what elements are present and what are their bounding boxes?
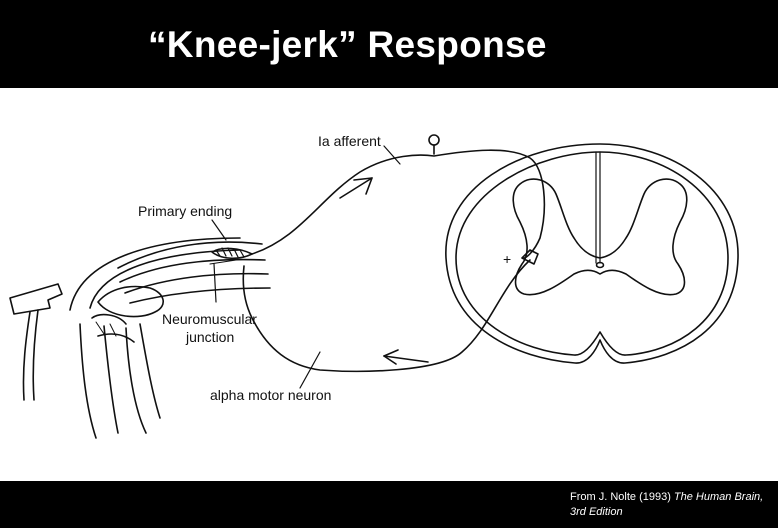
excitatory-plus-sign: + <box>503 251 511 267</box>
ia-afferent-fiber <box>251 149 546 259</box>
primary-ending-leader-line <box>211 219 227 241</box>
ia-afferent-label: Ia afferent <box>318 133 381 149</box>
alpha-motor-neuron-label: alpha motor neuron <box>210 387 331 403</box>
efferent-direction-arrow-icon <box>383 355 429 363</box>
alpha-motor-neuron-fiber <box>242 259 531 373</box>
dorsal-root-ganglion-icon <box>428 134 440 146</box>
synapse-icon <box>521 249 539 265</box>
knee-jerk-diagram: Ia afferent Primary ending Neuromuscular… <box>0 88 778 481</box>
neuromuscular-label-line1: Neuromuscular <box>162 311 257 327</box>
title-bar: “Knee-jerk” Response <box>0 0 778 88</box>
reflex-hammer-icon <box>9 283 63 401</box>
slide-title: “Knee-jerk” Response <box>148 24 547 65</box>
alpha-motor-leader-line <box>299 351 321 389</box>
diagram-canvas: Ia afferent Primary ending Neuromuscular… <box>9 133 739 439</box>
citation-prefix: From J. Nolte (1993) <box>570 491 674 503</box>
primary-ending-label: Primary ending <box>138 203 232 219</box>
spinal-cord-cross-section-icon <box>445 143 739 364</box>
neuromuscular-leader-line <box>213 263 217 303</box>
leg-illustration-icon <box>69 237 271 439</box>
neuromuscular-label-line2: junction <box>185 329 234 345</box>
ia-afferent-leader-line <box>383 145 401 165</box>
citation-book-title: The Human Brain, 3rd Edition <box>570 491 764 518</box>
source-citation: From J. Nolte (1993) The Human Brain, 3r… <box>570 490 770 520</box>
afferent-direction-arrow-icon <box>339 177 373 199</box>
footer-bar: From J. Nolte (1993) The Human Brain, 3r… <box>0 481 778 528</box>
